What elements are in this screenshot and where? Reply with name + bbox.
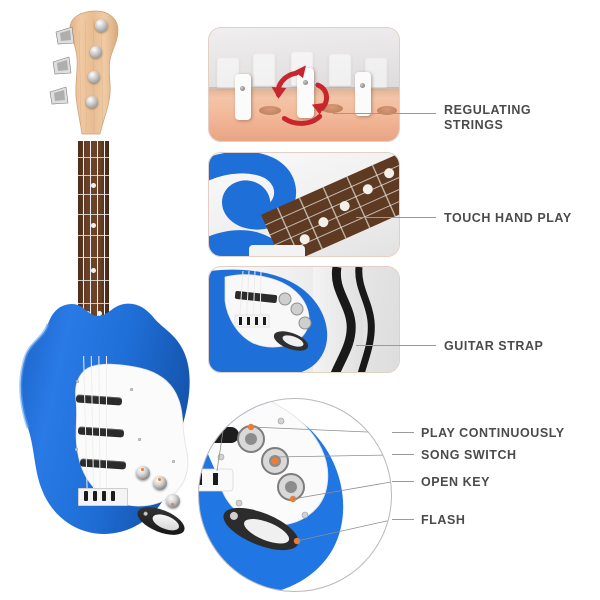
fret-inlay [97, 311, 102, 316]
fret-group [78, 141, 109, 356]
tuning-peg-closeup-photo[interactable] [208, 27, 400, 142]
guitar-bridge [78, 488, 128, 506]
tuning-peg [297, 68, 314, 118]
feature-label-flash: FLASH [421, 513, 466, 527]
tuner-post [86, 96, 98, 108]
leader-line-touch-hand-play [356, 217, 436, 218]
leader-line-flash [392, 519, 414, 520]
feature-label-open-key: OPEN KEY [421, 475, 490, 489]
fret-inlay [91, 223, 96, 228]
guitar-headstock [49, 8, 126, 143]
fret-inlay [91, 268, 96, 273]
body-string-group [82, 355, 122, 502]
guitar-strap-closeup-photo[interactable] [208, 266, 400, 373]
control-panel-circular-callout[interactable] [198, 398, 392, 592]
leader-line-song-switch [392, 454, 414, 455]
fretboard-closeup-photo[interactable] [208, 152, 400, 257]
leader-line-guitar-strap [356, 345, 436, 346]
leader-line-play-continuously [392, 432, 414, 433]
guitar-control-knob [136, 466, 150, 480]
guitar-control-knob [153, 476, 167, 490]
tuner-post [95, 19, 108, 32]
feature-label-play-continuously: PLAY CONTINUOUSLY [421, 426, 565, 440]
feature-label-regulating-strings: REGULATING STRINGS [444, 103, 532, 132]
rotation-arrow-icon [271, 65, 329, 126]
leader-line-open-key [392, 481, 414, 482]
feature-label-song-switch: SONG SWITCH [421, 448, 517, 462]
tuner-post [90, 46, 102, 58]
feature-label-touch-hand-play: TOUCH HAND PLAY [444, 211, 572, 225]
fret-inlay [91, 183, 96, 188]
feature-label-guitar-strap: GUITAR STRAP [444, 339, 544, 353]
tuning-peg [235, 74, 251, 120]
tuning-peg [355, 72, 371, 116]
main-guitar-illustration [19, 8, 220, 588]
tuner-post [88, 71, 100, 83]
guitar-control-knob [166, 494, 180, 508]
leader-line-regulating-strings [333, 113, 436, 114]
